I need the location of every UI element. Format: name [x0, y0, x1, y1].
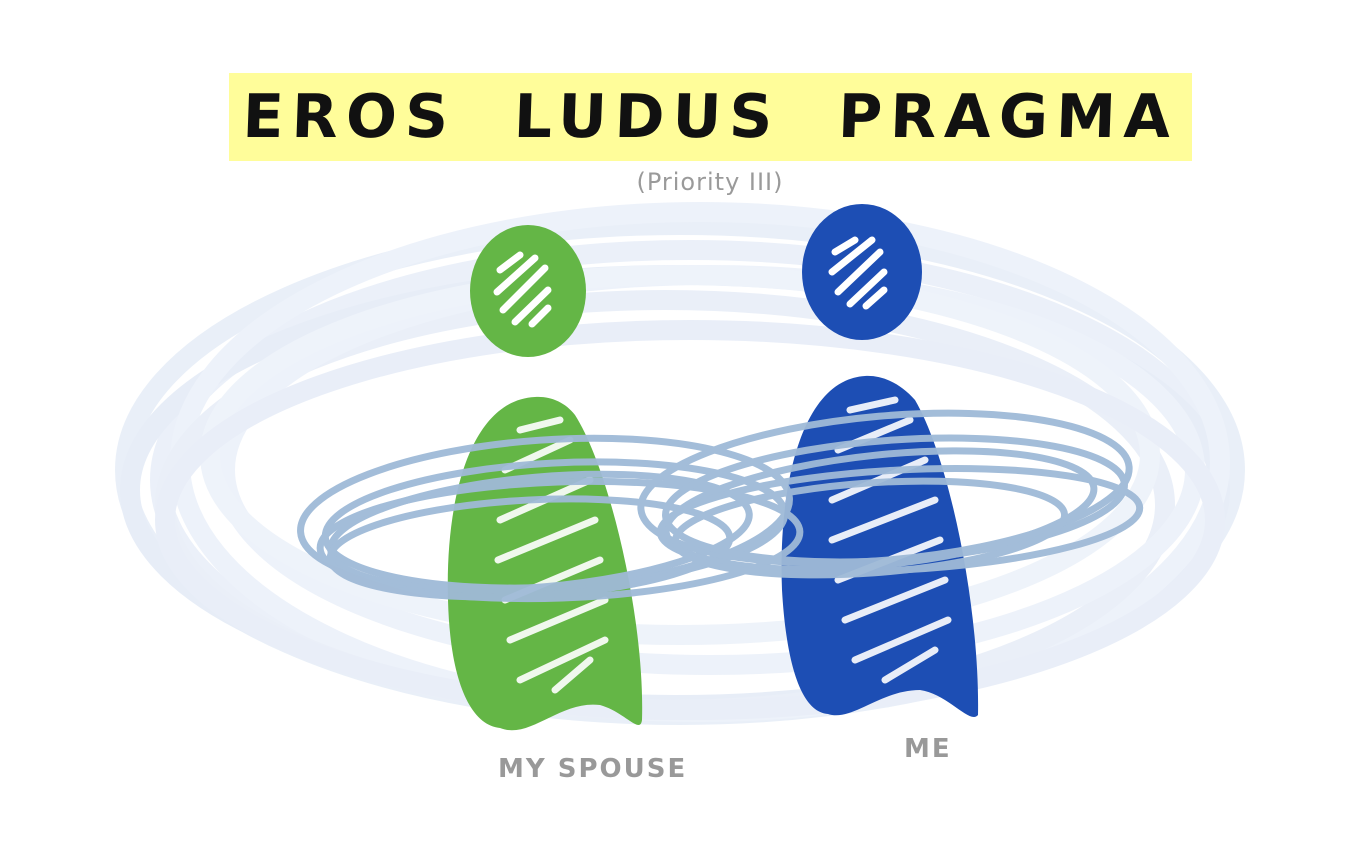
inner-swirl [297, 409, 1144, 603]
page-title: EROS LUDUS PRAGMA [241, 82, 1180, 152]
title-highlight [229, 73, 1192, 161]
spouse-head [470, 225, 586, 357]
me-head-hatch [828, 236, 888, 310]
spouse-head-hatch [493, 251, 552, 328]
spouse-label: MY SPOUSE [498, 754, 688, 784]
me-label: ME [904, 734, 952, 764]
priority-subtitle: (Priority III) [636, 168, 784, 196]
outer-swirl [115, 202, 1245, 725]
